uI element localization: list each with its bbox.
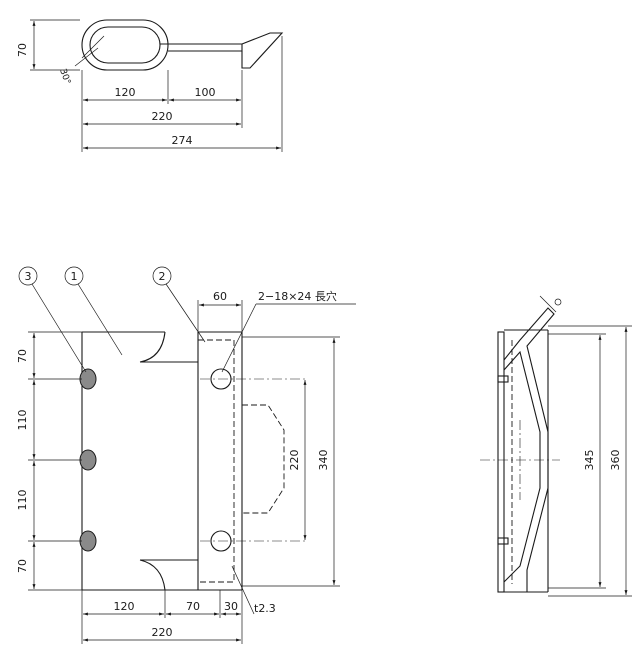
dim-v110-b-label: 110 xyxy=(16,490,29,511)
front-view: 3 1 2 60 2−18×24 長穴 70 1 xyxy=(16,266,356,644)
dim-274-label: 274 xyxy=(172,134,193,147)
dim-120-label: 120 xyxy=(115,86,136,99)
top-view: 70 30° 120 100 220 274 xyxy=(16,19,284,152)
dim-v70-top-label: 70 xyxy=(16,349,29,363)
angle-ref-line xyxy=(74,47,99,67)
handle-tail xyxy=(241,32,284,69)
leader-slot xyxy=(221,303,257,373)
side-bracket-inner xyxy=(503,350,541,583)
reflector-dot xyxy=(79,530,97,552)
dim-angle-label: 30° xyxy=(57,68,72,86)
dim-h220-label: 220 xyxy=(152,626,173,639)
plate-bottom-curve xyxy=(139,559,166,591)
side-view: 345 360 xyxy=(480,295,632,597)
handle-arm xyxy=(160,43,243,52)
thickness-note: t2.3 xyxy=(254,602,276,615)
side-angle-mark xyxy=(539,295,557,313)
balloon-3: 3 xyxy=(18,266,87,373)
dim-220-top-label: 220 xyxy=(152,110,173,123)
reflector-dot xyxy=(79,368,97,390)
side-bolt-lower xyxy=(497,537,509,545)
side-bolt-upper xyxy=(497,375,509,383)
dim-60-label: 60 xyxy=(213,290,227,303)
side-back-plate xyxy=(497,331,505,593)
dim-220-mid-label: 220 xyxy=(288,450,301,471)
svg-text:1: 1 xyxy=(71,270,78,283)
reflector-dot xyxy=(79,449,97,471)
dim-v110-a-label: 110 xyxy=(16,410,29,431)
dim-340-label: 340 xyxy=(317,450,330,471)
hidden-bracket xyxy=(197,339,235,583)
dim-h30-label: 30 xyxy=(224,600,238,613)
dim-70-label: 70 xyxy=(16,43,29,57)
balloon-1: 1 xyxy=(64,266,123,356)
angle-ref-line-2 xyxy=(81,35,105,59)
side-angle-circle xyxy=(554,298,562,306)
dim-h120-label: 120 xyxy=(114,600,135,613)
svg-text:2: 2 xyxy=(159,270,166,283)
balloon-2: 2 xyxy=(152,266,206,343)
hidden-handle xyxy=(242,404,285,514)
handle-loop-inner xyxy=(89,26,161,64)
dim-100-label: 100 xyxy=(195,86,216,99)
slot-note: 2−18×24 長穴 xyxy=(258,289,337,303)
handle-loop-outer xyxy=(81,19,169,71)
dim-360-label: 360 xyxy=(609,450,622,471)
reflector-dots xyxy=(79,368,97,552)
dim-h70-label: 70 xyxy=(186,600,200,613)
side-bracket-outer xyxy=(503,307,555,592)
dim-v70-bot-label: 70 xyxy=(16,559,29,573)
leader-thickness xyxy=(231,565,255,615)
svg-text:3: 3 xyxy=(25,270,32,283)
dim-345-label: 345 xyxy=(583,450,596,471)
plate-top-curve xyxy=(139,331,166,363)
